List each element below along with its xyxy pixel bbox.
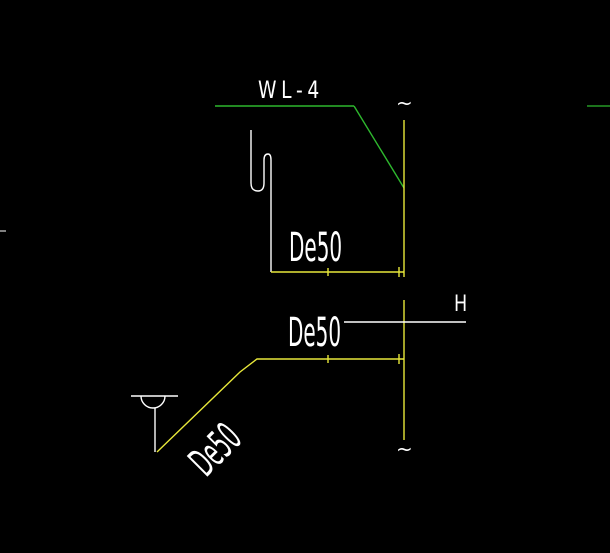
p-trap-symbol — [250, 130, 272, 272]
lower-branch-pipe — [156, 358, 404, 453]
middle-branch: H De50 — [288, 291, 467, 356]
break-mark-top: ~ — [396, 91, 413, 115]
upper-branch: De50 — [250, 130, 404, 277]
riser-tag-diagonal — [353, 105, 405, 189]
pipe-size-label-upper: De50 — [289, 226, 342, 272]
floor-drain-bowl — [140, 395, 166, 409]
riser-tag-label: WL-4 — [258, 77, 324, 105]
vertical-riser: ~ ~ — [396, 91, 413, 461]
lower-branch: De50 — [156, 354, 404, 485]
riser-tag-group: WL-4 — [215, 77, 405, 189]
floor-drain-icon — [131, 395, 178, 452]
pipe-size-label-middle: De50 — [288, 311, 341, 357]
pipe-size-label-diagonal: De50 — [181, 415, 251, 485]
height-mark-label: H — [454, 291, 467, 316]
break-mark-bottom: ~ — [396, 437, 413, 461]
